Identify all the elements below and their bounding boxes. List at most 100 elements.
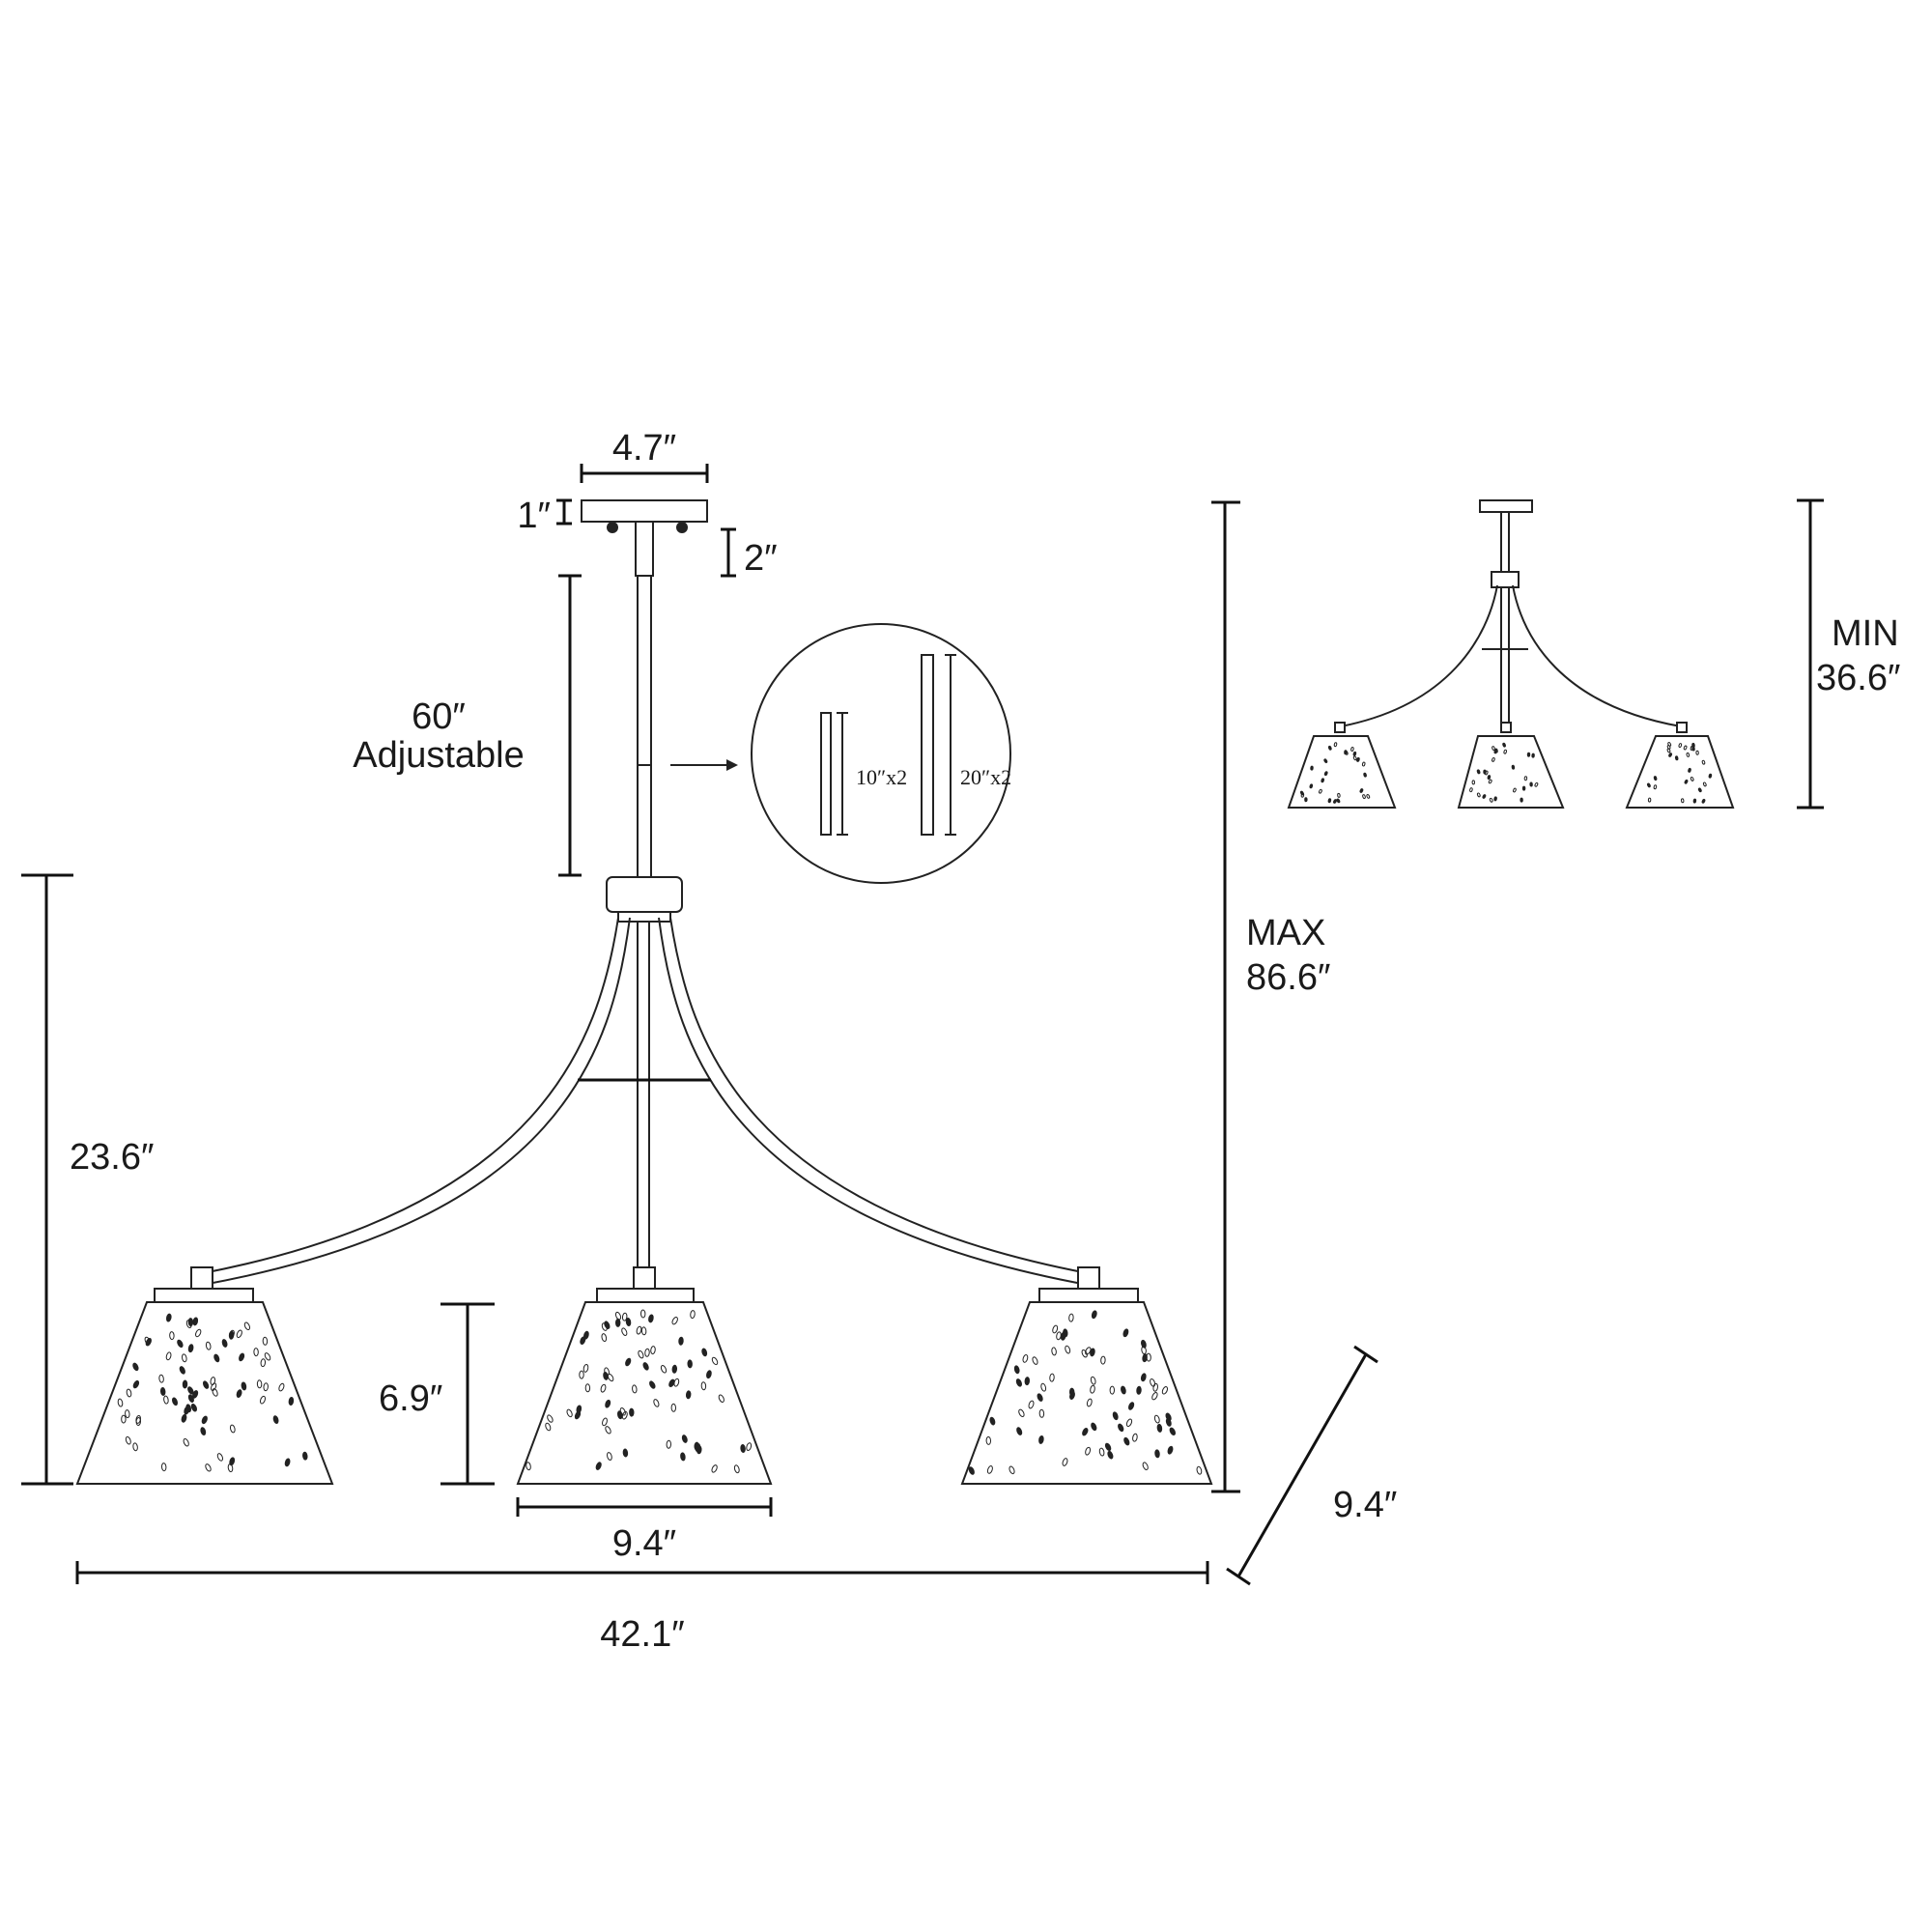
shade-speckle <box>1690 746 1694 751</box>
shade-speckle <box>1702 781 1707 787</box>
shade-speckle <box>621 1327 628 1336</box>
arm-drop-label: 23.6″ <box>70 1137 154 1178</box>
shade-speckle <box>192 1390 199 1399</box>
shade-speckle <box>1128 1402 1135 1410</box>
shade-speckle <box>1038 1408 1045 1418</box>
hub <box>606 876 683 913</box>
shade-speckle <box>600 1383 607 1393</box>
shade-speckle <box>1333 799 1337 804</box>
shade-speckle <box>171 1397 179 1406</box>
shade-speckle <box>1534 781 1539 787</box>
shade-speckle <box>1684 779 1689 784</box>
shade-speckle <box>253 1348 259 1357</box>
shade-speckle <box>302 1451 308 1461</box>
shade-speckle <box>1701 798 1706 804</box>
min-fixture <box>1287 499 1735 809</box>
shade-right <box>960 1288 1213 1485</box>
shade-speckle <box>1153 1414 1160 1424</box>
shade-height-label: 6.9″ <box>379 1378 442 1419</box>
shade-speckle <box>1666 744 1671 750</box>
shade-speckle <box>1082 1427 1089 1436</box>
shade-speckle <box>236 1329 242 1339</box>
shade-speckle <box>1068 1313 1074 1322</box>
shade-speckle <box>1688 767 1691 773</box>
shade-speckle <box>1488 779 1492 784</box>
main-fixture <box>75 499 1213 1485</box>
shade-speckle <box>1104 1442 1112 1452</box>
shade-speckle <box>264 1352 271 1361</box>
shade-speckle <box>1487 775 1492 781</box>
shade-speckle <box>1327 798 1332 804</box>
shade-speckle <box>1513 787 1517 793</box>
shade-speckle <box>241 1381 247 1391</box>
shade-speckle <box>700 1381 707 1391</box>
shade-speckle <box>673 1378 680 1387</box>
shade-speckle <box>1362 794 1366 800</box>
shade-speckle <box>163 1395 169 1405</box>
shade-speckle <box>604 1321 611 1329</box>
shade-speckle <box>243 1321 251 1331</box>
shade-speckle <box>1336 798 1341 804</box>
shade-speckle <box>1310 765 1314 771</box>
shade-speckle <box>1091 1422 1097 1432</box>
shade-speckle <box>187 1318 194 1327</box>
shade-speckle <box>1686 752 1690 757</box>
shade-speckle <box>1492 756 1495 762</box>
shade-speckle <box>681 1435 688 1443</box>
shade-speckle <box>650 1346 656 1355</box>
shade-speckle <box>604 1367 610 1377</box>
shade-speckle <box>711 1464 718 1473</box>
shade-speckle <box>1022 1354 1029 1363</box>
shade-width-label: 9.4″ <box>612 1523 676 1564</box>
shade-speckle <box>278 1382 285 1392</box>
canopy-screw-left <box>607 522 618 533</box>
shade-speckle <box>1309 783 1314 789</box>
shade-speckle <box>701 1348 708 1357</box>
total-width-label: 42.1″ <box>600 1614 684 1655</box>
shade-speckle <box>1526 752 1531 757</box>
shade-speckle <box>1040 1382 1047 1392</box>
shade-speckle <box>607 1452 612 1461</box>
shade-speckle <box>117 1398 124 1407</box>
shade-speckle <box>205 1341 212 1350</box>
shade-speckle <box>1678 743 1683 749</box>
shade-speckle <box>605 1426 611 1435</box>
shade-speckle <box>125 1409 130 1419</box>
shade-speckle <box>1028 1400 1035 1409</box>
shade-speckle <box>1695 750 1699 755</box>
shade-speckle <box>1319 788 1322 794</box>
shade-speckle <box>1024 1377 1031 1386</box>
shade-speckle <box>583 1330 589 1340</box>
center-stem <box>637 921 650 1274</box>
shade-speckle <box>1520 797 1523 803</box>
shade-speckle <box>1674 755 1679 761</box>
shade-speckle <box>1151 1392 1158 1401</box>
shade-speckle <box>1152 1382 1158 1392</box>
shade-speckle <box>1009 1465 1015 1475</box>
shade-speckle <box>132 1379 140 1389</box>
shade-speckle <box>195 1328 202 1338</box>
shade-speckle <box>284 1458 291 1467</box>
shade-speckle <box>695 1443 701 1453</box>
shade-speckle <box>671 1364 678 1374</box>
shade-speckle <box>1653 784 1658 790</box>
shade-speckle <box>135 1414 141 1424</box>
max-value: 86.6″ <box>1246 957 1330 998</box>
shade-speckle <box>165 1351 172 1361</box>
shade-speckle <box>706 1370 712 1379</box>
shade-speckle <box>239 1352 245 1362</box>
shade-speckle <box>211 1382 217 1391</box>
dimension-labels: 4.7″ 1″ 2″ 60″ Adjustable 10″x2 20″x2 MA… <box>70 428 1900 1655</box>
shade-speckle <box>1052 1324 1059 1334</box>
shade-speckle <box>184 1406 190 1415</box>
shade-speckle <box>1123 1436 1130 1446</box>
shade-speckle <box>1333 742 1338 748</box>
canopy <box>581 499 708 523</box>
shade-speckle <box>205 1463 212 1472</box>
shade-speckle <box>1692 798 1697 804</box>
rod-inset <box>751 623 1011 884</box>
shade-speckle <box>1323 758 1328 764</box>
shade-speckle <box>1056 1331 1062 1341</box>
